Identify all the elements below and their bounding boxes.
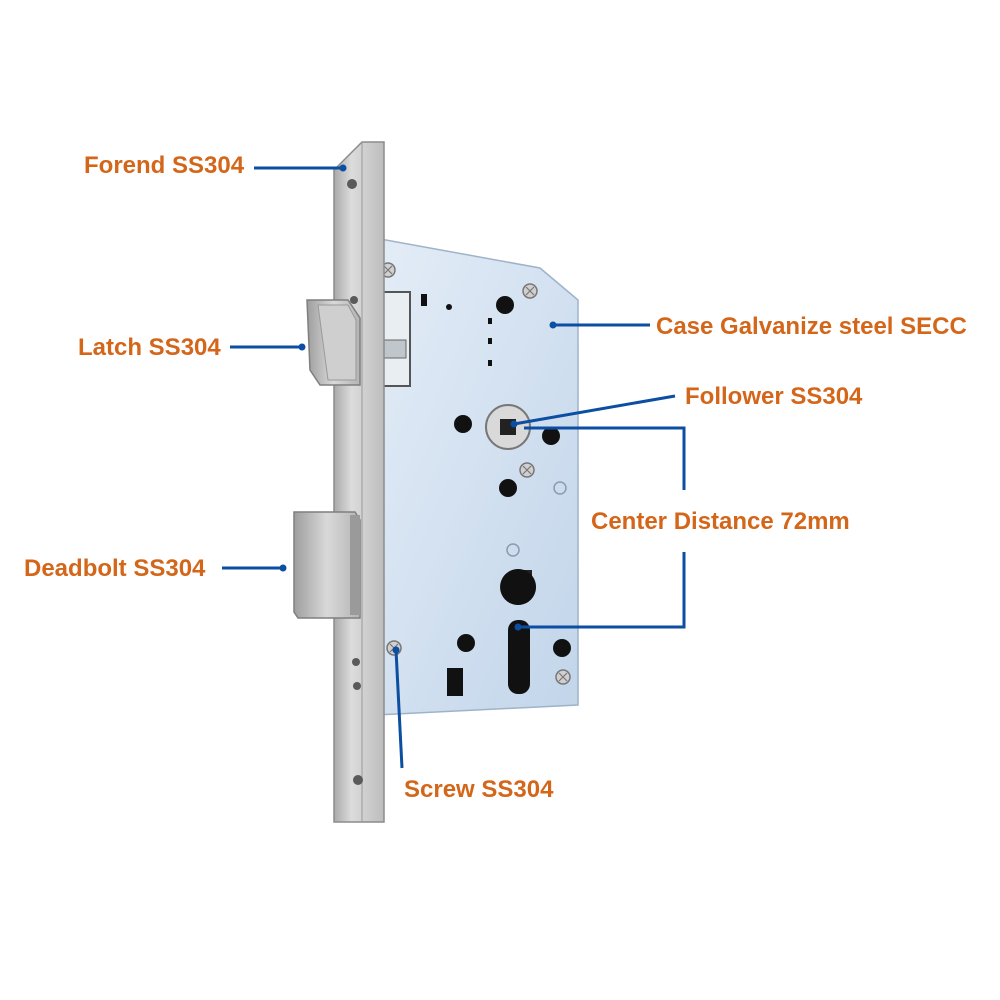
center-distance-dot [514,623,522,631]
case-screw [555,669,571,685]
deadbolt-leader-dot [279,564,287,572]
follower-leader-dot [510,420,518,428]
screw-label: Screw SS304 [404,776,554,803]
lock-case [374,237,579,716]
screw-leader-line [394,649,404,769]
cylinder-keyhole [500,569,537,605]
case-label: Case Galvanize steel SECC [656,313,967,340]
forend-screw-hole [352,658,360,666]
case-hole [454,415,472,433]
forend-screw-hole [350,296,358,304]
case-screw [519,462,535,478]
leader-lines [222,166,686,769]
follower-leader-line [513,394,676,426]
case-hole [496,296,514,314]
case-leader-dot [549,321,557,329]
latch-bolt [306,299,361,386]
latch-leader-dot [298,343,306,351]
screw-leader-dot [392,646,400,654]
center-distance-label: Center Distance 72mm [591,508,850,535]
case-slot [447,668,463,696]
deadbolt-label: Deadbolt SS304 [24,555,206,582]
case-mark [553,481,567,495]
case-slot [488,318,492,324]
forend-screw-hole [353,682,361,690]
forend-screw-hole [353,775,363,785]
forend-screw-hole [347,179,357,189]
follower-label: Follower SS304 [685,383,863,410]
case-hole [542,427,560,445]
case-slot [488,360,492,366]
case-hole [553,639,571,657]
case-screw [522,283,538,299]
forend-leader-dot [339,164,347,172]
leader-dots [279,164,557,654]
case-hole [499,479,517,497]
case-slot [421,294,427,306]
forend-plate [333,141,385,823]
case-hole [457,634,475,652]
case-hole [446,304,452,310]
center-distance-bracket-top [524,426,686,490]
deadbolt [293,511,361,619]
forend-label: Forend SS304 [84,152,245,179]
cylinder-slot [508,620,530,694]
center-distance-bracket-bottom [518,552,686,629]
latch-label: Latch SS304 [78,334,221,361]
case-slot [488,338,492,344]
case-mark [506,543,520,557]
